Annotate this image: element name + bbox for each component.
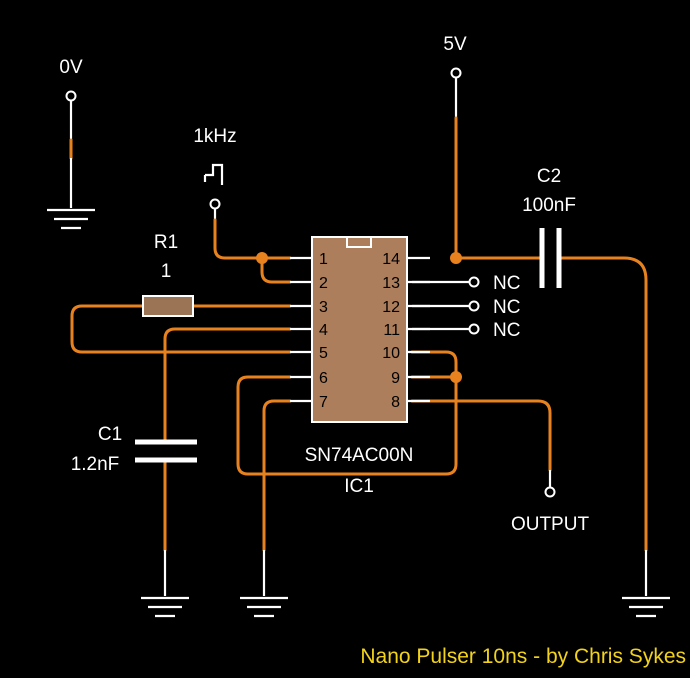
pin-number: 14 xyxy=(382,251,400,268)
output-label: OUTPUT xyxy=(511,514,590,535)
clock-input xyxy=(203,163,224,220)
square-wave-icon xyxy=(205,163,224,185)
pin-number: 7 xyxy=(319,394,328,411)
ground-c2 xyxy=(622,550,670,618)
pin-number: 8 xyxy=(391,394,400,411)
five-volt-supply xyxy=(450,67,462,118)
ground-pin7 xyxy=(240,550,288,618)
junction-dot xyxy=(450,371,462,383)
five-volt-terminal xyxy=(450,67,462,79)
r1-name-label: R1 xyxy=(154,232,178,253)
ic-part-label: SN74AC00N xyxy=(305,445,414,466)
capacitor-c2 xyxy=(539,228,562,288)
ground-c1 xyxy=(141,550,189,618)
nc-label: NC xyxy=(493,297,520,318)
c2-name-label: C2 xyxy=(537,166,561,187)
zero-volt-ground xyxy=(47,90,95,230)
capacitor-c1 xyxy=(135,439,197,463)
output-terminal xyxy=(544,486,556,498)
resistor-r1 xyxy=(142,295,194,317)
frequency-label: 1kHz xyxy=(193,126,236,147)
zero-volt-label: 0V xyxy=(59,57,83,78)
ic-ref-label: IC1 xyxy=(344,476,374,497)
nc-label: NC xyxy=(493,320,520,341)
zero-volt-terminal xyxy=(65,90,77,102)
pin-number: 3 xyxy=(319,299,328,316)
nc-terminal-11 xyxy=(468,323,480,335)
c2-value-label: 100nF xyxy=(522,195,576,216)
wires xyxy=(70,116,648,552)
pin-number: 4 xyxy=(319,322,328,339)
pin-number: 6 xyxy=(319,370,328,387)
credit-text: Nano Pulser 10ns - by Chris Sykes xyxy=(360,645,686,668)
c1-name-label: C1 xyxy=(98,424,122,445)
junction-dots xyxy=(256,252,462,383)
ic-notch xyxy=(346,236,372,248)
pin-number: 5 xyxy=(319,345,328,362)
clock-terminal xyxy=(209,198,221,210)
junction-dot xyxy=(256,252,268,264)
pin-number: 1 xyxy=(319,251,328,268)
pin-number: 13 xyxy=(382,275,400,292)
pin-number: 10 xyxy=(382,345,400,362)
nc-label: NC xyxy=(493,273,520,294)
pin-number: 11 xyxy=(383,322,400,339)
ic1-chip: 1 2 3 4 5 6 7 14 13 12 11 10 9 8 xyxy=(290,236,430,423)
pin-number: 2 xyxy=(319,275,328,292)
r1-value-label: 1 xyxy=(161,261,172,282)
pin-number: 9 xyxy=(391,370,400,387)
junction-dot xyxy=(450,252,462,264)
nc-terminal-12 xyxy=(468,300,480,312)
c1-value-label: 1.2nF xyxy=(71,454,120,475)
five-volt-label: 5V xyxy=(443,34,467,55)
pin-number: 12 xyxy=(382,299,400,316)
nc-terminal-13 xyxy=(468,276,480,288)
